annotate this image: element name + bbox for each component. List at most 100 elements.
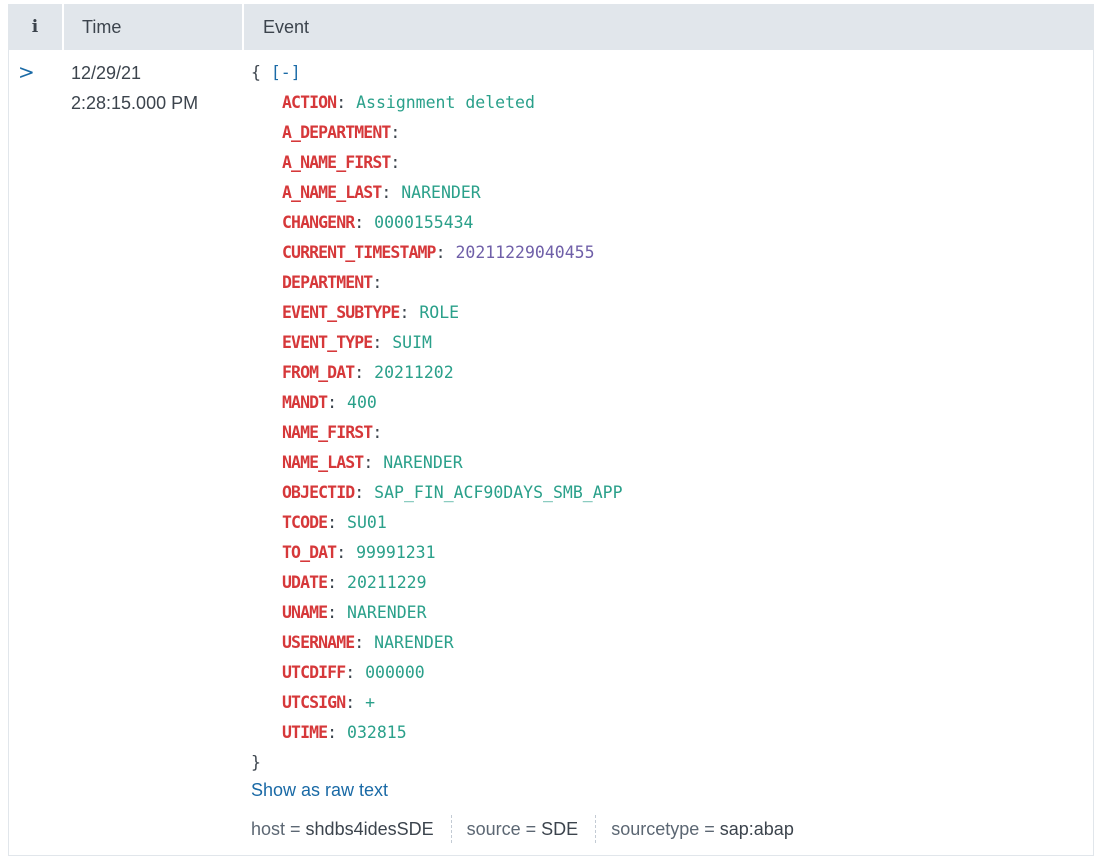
field-key[interactable]: UDATE (282, 573, 328, 592)
field-separator: : (327, 603, 338, 622)
event-field: MANDT: 400 (251, 388, 623, 418)
field-separator: : (327, 723, 338, 742)
field-key[interactable]: TO_DAT (282, 543, 337, 562)
field-value[interactable]: NARENDER (383, 453, 463, 472)
field-value[interactable]: + (365, 693, 376, 712)
field-separator: : (390, 153, 401, 172)
field-key[interactable]: CHANGENR (282, 213, 355, 232)
collapse-toggle[interactable]: [-] (270, 63, 301, 82)
meta-source[interactable]: source=SDE (467, 814, 579, 844)
field-separator: : (345, 663, 356, 682)
field-value[interactable]: 000000 (365, 663, 425, 682)
chevron-right-icon[interactable]: > (18, 60, 35, 84)
field-value[interactable]: NARENDER (401, 183, 481, 202)
field-key[interactable]: UTCDIFF (282, 663, 346, 682)
show-raw-text-link[interactable]: Show as raw text (251, 780, 389, 800)
field-separator: : (363, 453, 374, 472)
field-value[interactable]: ROLE (419, 303, 460, 322)
field-value[interactable]: NARENDER (347, 603, 427, 622)
event-field: TO_DAT: 99991231 (251, 538, 623, 568)
event-field: TCODE: SU01 (251, 508, 623, 538)
close-brace: } (251, 753, 261, 772)
field-value[interactable]: 032815 (347, 723, 407, 742)
field-value[interactable]: SAP_FIN_ACF90DAYS_SMB_APP (374, 483, 623, 502)
field-key[interactable]: EVENT_SUBTYPE (282, 303, 400, 322)
meta-host[interactable]: host=shdbs4idesSDE (251, 814, 434, 844)
event-field: UDATE: 20211229 (251, 568, 623, 598)
meta-equals: = (525, 819, 537, 839)
event-field: UNAME: NARENDER (251, 598, 623, 628)
field-separator: : (327, 393, 338, 412)
event-time: 12/29/21 2:28:15.000 PM (71, 58, 198, 118)
field-value[interactable]: Assignment deleted (356, 93, 535, 112)
event-field: UTCSIGN: + (251, 688, 623, 718)
field-separator: : (399, 303, 410, 322)
open-brace: { (251, 63, 261, 82)
event-date: 12/29/21 (71, 63, 142, 83)
field-key[interactable]: UTIME (282, 723, 328, 742)
time-column-header[interactable]: Time (62, 4, 240, 50)
field-separator: : (345, 693, 356, 712)
meta-value: shdbs4idesSDE (305, 819, 434, 839)
field-key[interactable]: CURRENT_TIMESTAMP (282, 243, 436, 262)
field-key[interactable]: USERNAME (282, 633, 355, 652)
field-separator: : (372, 333, 383, 352)
field-value[interactable]: 0000155434 (374, 213, 474, 232)
field-key[interactable]: NAME_FIRST (282, 423, 373, 442)
info-column-header[interactable]: i (31, 17, 39, 37)
field-separator: : (336, 543, 347, 562)
field-value[interactable]: 20211202 (374, 363, 454, 382)
event-field: NAME_LAST: NARENDER (251, 448, 623, 478)
field-value[interactable]: 20211229040455 (455, 243, 595, 262)
event-field: ACTION: Assignment deleted (251, 88, 623, 118)
field-key[interactable]: A_DEPARTMENT (282, 123, 391, 142)
field-separator: : (354, 213, 365, 232)
event-clock-time: 2:28:15.000 PM (71, 93, 199, 113)
field-value[interactable]: 20211229 (347, 573, 427, 592)
field-key[interactable]: A_NAME_LAST (282, 183, 382, 202)
field-separator: : (354, 483, 365, 502)
field-value[interactable]: 99991231 (356, 543, 436, 562)
field-key[interactable]: UTCSIGN (282, 693, 346, 712)
field-separator: : (354, 633, 365, 652)
meta-key: source (466, 819, 521, 839)
event-field: EVENT_SUBTYPE: ROLE (251, 298, 623, 328)
event-field: USERNAME: NARENDER (251, 628, 623, 658)
meta-key: host (251, 819, 286, 839)
event-field: EVENT_TYPE: SUIM (251, 328, 623, 358)
field-key[interactable]: OBJECTID (282, 483, 355, 502)
field-value[interactable]: NARENDER (374, 633, 454, 652)
meta-value: sap:abap (719, 819, 794, 839)
event-field: CHANGENR: 0000155434 (251, 208, 623, 238)
event-field: FROM_DAT: 20211202 (251, 358, 623, 388)
field-separator: : (327, 573, 338, 592)
field-key[interactable]: FROM_DAT (282, 363, 355, 382)
field-key[interactable]: ACTION (282, 93, 337, 112)
field-separator: : (327, 513, 338, 532)
event-field: A_DEPARTMENT: (251, 118, 623, 148)
field-value[interactable]: SUIM (392, 333, 432, 352)
field-key[interactable]: EVENT_TYPE (282, 333, 373, 352)
field-key[interactable]: MANDT (282, 393, 328, 412)
field-key[interactable]: A_NAME_FIRST (282, 153, 391, 172)
field-key[interactable]: UNAME (282, 603, 328, 622)
meta-value: SDE (541, 819, 579, 839)
meta-key: sourcetype (611, 819, 700, 839)
field-separator: : (435, 243, 446, 262)
field-value[interactable]: 400 (347, 393, 377, 412)
field-key[interactable]: NAME_LAST (282, 453, 364, 472)
event-field: UTCDIFF: 000000 (251, 658, 623, 688)
field-value[interactable]: SU01 (347, 513, 387, 532)
meta-sourcetype[interactable]: sourcetype=sap:abap (611, 814, 794, 844)
meta-separator (595, 815, 597, 843)
meta-equals: = (290, 819, 301, 839)
field-key[interactable]: TCODE (282, 513, 328, 532)
event-field: NAME_FIRST: (251, 418, 623, 448)
field-key[interactable]: DEPARTMENT (282, 273, 373, 292)
field-separator: : (390, 123, 401, 142)
event-field: CURRENT_TIMESTAMP: 20211229040455 (251, 238, 623, 268)
field-separator: : (336, 93, 347, 112)
